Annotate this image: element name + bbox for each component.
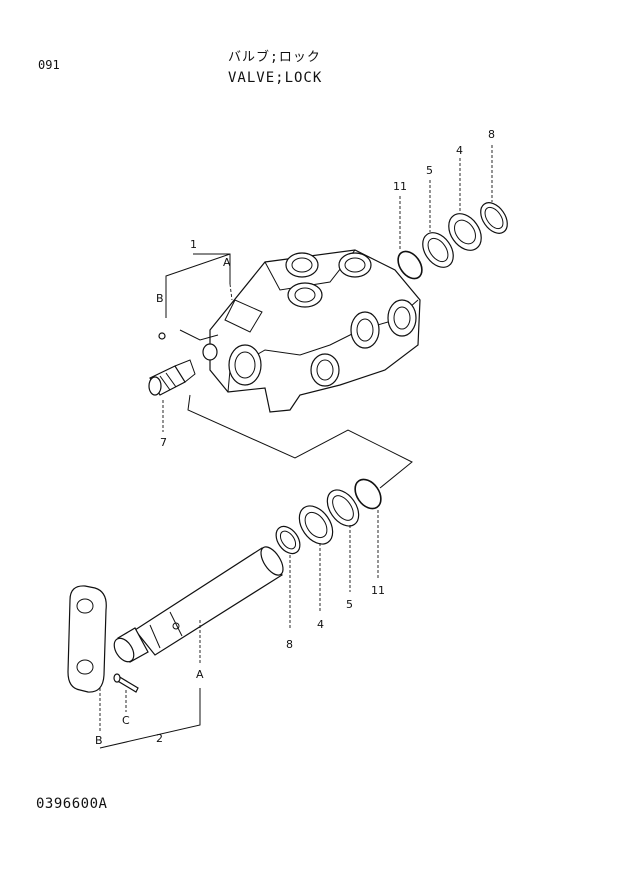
callout-7: 7 <box>160 436 167 449</box>
callout-5-bot: 5 <box>346 598 353 611</box>
callout-11-bot: 11 <box>371 584 385 597</box>
assembly-outline <box>187 394 413 489</box>
bracket-2 <box>99 688 201 749</box>
callout-b-top: B <box>156 292 164 305</box>
link-plate <box>67 585 107 693</box>
assembly-link-1 <box>179 329 219 341</box>
callout-2: 2 <box>156 732 163 745</box>
spool-shaft <box>113 546 284 663</box>
title-english: VALVE;LOCK <box>228 70 323 86</box>
callout-c: C <box>122 714 130 727</box>
callout-a-bot: A <box>196 668 204 681</box>
callout-b-bot: B <box>95 734 103 747</box>
leader-a-top <box>229 283 233 301</box>
callout-11-top: 11 <box>393 180 407 193</box>
bracket-1-left <box>165 253 231 318</box>
seal-stack-bottom <box>275 478 382 555</box>
title-japanese: バルブ;ロック <box>228 50 321 65</box>
callout-4-top: 4 <box>456 144 463 157</box>
seal-stack-top <box>397 202 508 280</box>
callout-8-top: 8 <box>488 128 495 141</box>
page-number: 091 <box>38 58 60 72</box>
valve-body <box>202 249 421 413</box>
callout-1: 1 <box>190 238 197 251</box>
callout-4-bot: 4 <box>317 618 324 631</box>
drawing-number: 0396600A <box>36 796 108 812</box>
plug-part-7 <box>148 359 196 396</box>
ball-b <box>158 332 166 340</box>
callout-5-top: 5 <box>426 164 433 177</box>
callout-8-bot: 8 <box>286 638 293 651</box>
pin-c <box>113 673 139 693</box>
callout-a-top: A <box>223 256 231 269</box>
